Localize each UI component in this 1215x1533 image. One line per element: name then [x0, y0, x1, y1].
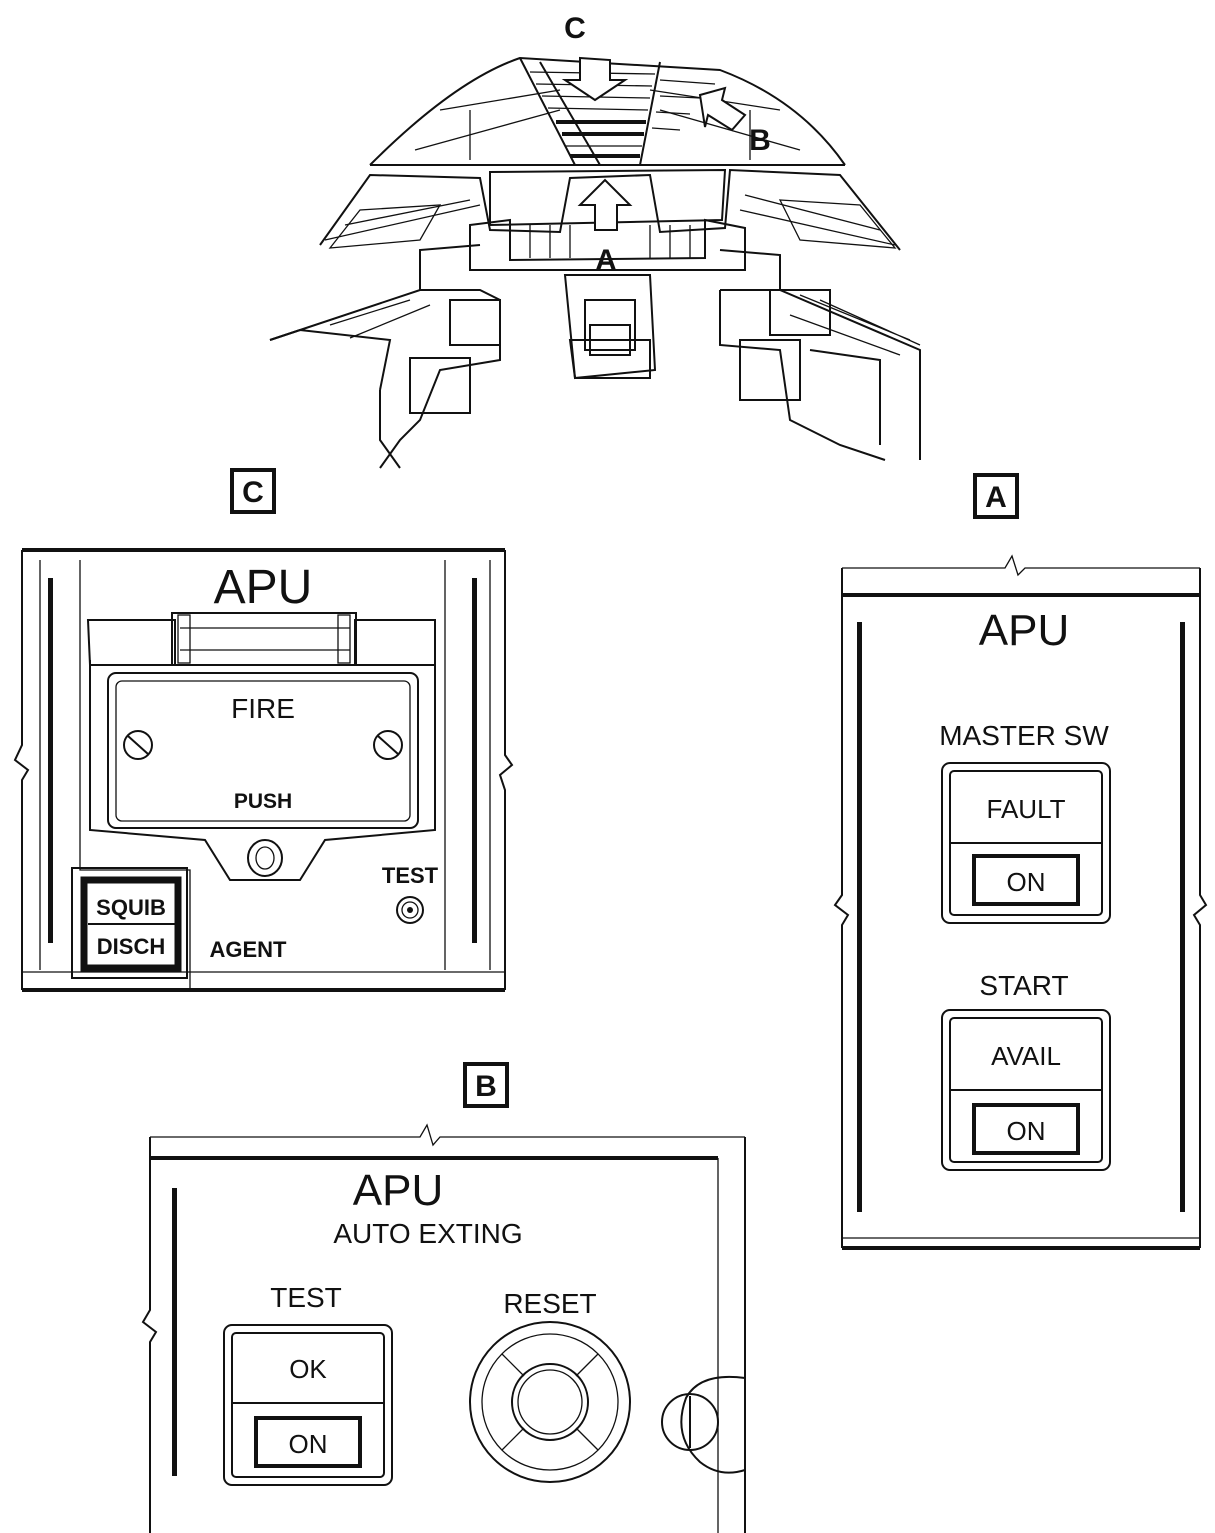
master-sw-label: MASTER SW [939, 720, 1109, 751]
avail-label: AVAIL [991, 1041, 1061, 1071]
arrow-a: A [577, 178, 633, 277]
fault-label: FAULT [987, 794, 1066, 824]
start-label: START [979, 970, 1068, 1001]
panel-c-tag: C [230, 468, 276, 514]
reset-button[interactable] [469, 1321, 631, 1483]
left-rail [48, 578, 53, 943]
auto-exting-label: AUTO EXTING [333, 1218, 522, 1249]
panel-b-auto-exting: APU AUTO EXTING TEST OK ON RESET [141, 1123, 746, 1533]
start-button[interactable]: AVAIL ON [941, 1009, 1111, 1171]
test-button[interactable] [396, 896, 424, 924]
callout-a-label: A [595, 244, 617, 277]
left-rail [857, 622, 862, 1212]
test-label: TEST [270, 1282, 342, 1313]
guard-lock-icon [247, 839, 283, 877]
panel-c-title: APU [214, 561, 313, 614]
panel-b-tag: B [463, 1062, 509, 1108]
fire-push-button[interactable] [107, 672, 419, 829]
left-rail [172, 1188, 177, 1476]
side-screw-icon [661, 1375, 746, 1474]
squib-label: SQUIB [96, 895, 166, 920]
squib-disch-indicator[interactable]: SQUIB DISCH [71, 867, 188, 979]
ok-label: OK [289, 1354, 327, 1384]
master-on-label: ON [1007, 867, 1046, 897]
panel-a-tag: A [973, 473, 1019, 519]
cockpit-overview: C B A [269, 12, 921, 469]
svg-text:C: C [242, 476, 264, 509]
fire-label: FIRE [231, 693, 295, 724]
svg-text:B: B [475, 1070, 497, 1103]
start-on-label: ON [1007, 1116, 1046, 1146]
arrow-c: C [561, 12, 629, 102]
overhead-stripes [529, 71, 716, 158]
fire-guard-hinge [171, 612, 357, 666]
agent-label: AGENT [210, 937, 288, 962]
panel-b-title: APU [353, 1166, 443, 1215]
right-rail [472, 578, 477, 943]
test-label: TEST [382, 863, 439, 888]
screw-right-icon [373, 730, 403, 760]
master-sw-button[interactable]: FAULT ON [941, 762, 1111, 924]
callout-b-label: B [749, 124, 771, 157]
panel-c-apu-fire: APU FIRE PUSH TEST [13, 548, 514, 992]
callout-c-label: C [564, 12, 586, 45]
right-rail [1180, 622, 1185, 1212]
reset-label: RESET [503, 1288, 596, 1319]
screw-left-icon [123, 730, 153, 760]
test-push-button[interactable]: OK ON [223, 1324, 393, 1486]
arrow-b: B [698, 86, 771, 157]
on-label: ON [289, 1429, 328, 1459]
push-label: PUSH [234, 790, 292, 813]
panel-a-title: APU [979, 606, 1069, 655]
disch-label: DISCH [97, 934, 165, 959]
svg-text:A: A [985, 481, 1007, 514]
panel-a-apu-start: APU MASTER SW FAULT ON START AVAIL ON [833, 554, 1208, 1250]
